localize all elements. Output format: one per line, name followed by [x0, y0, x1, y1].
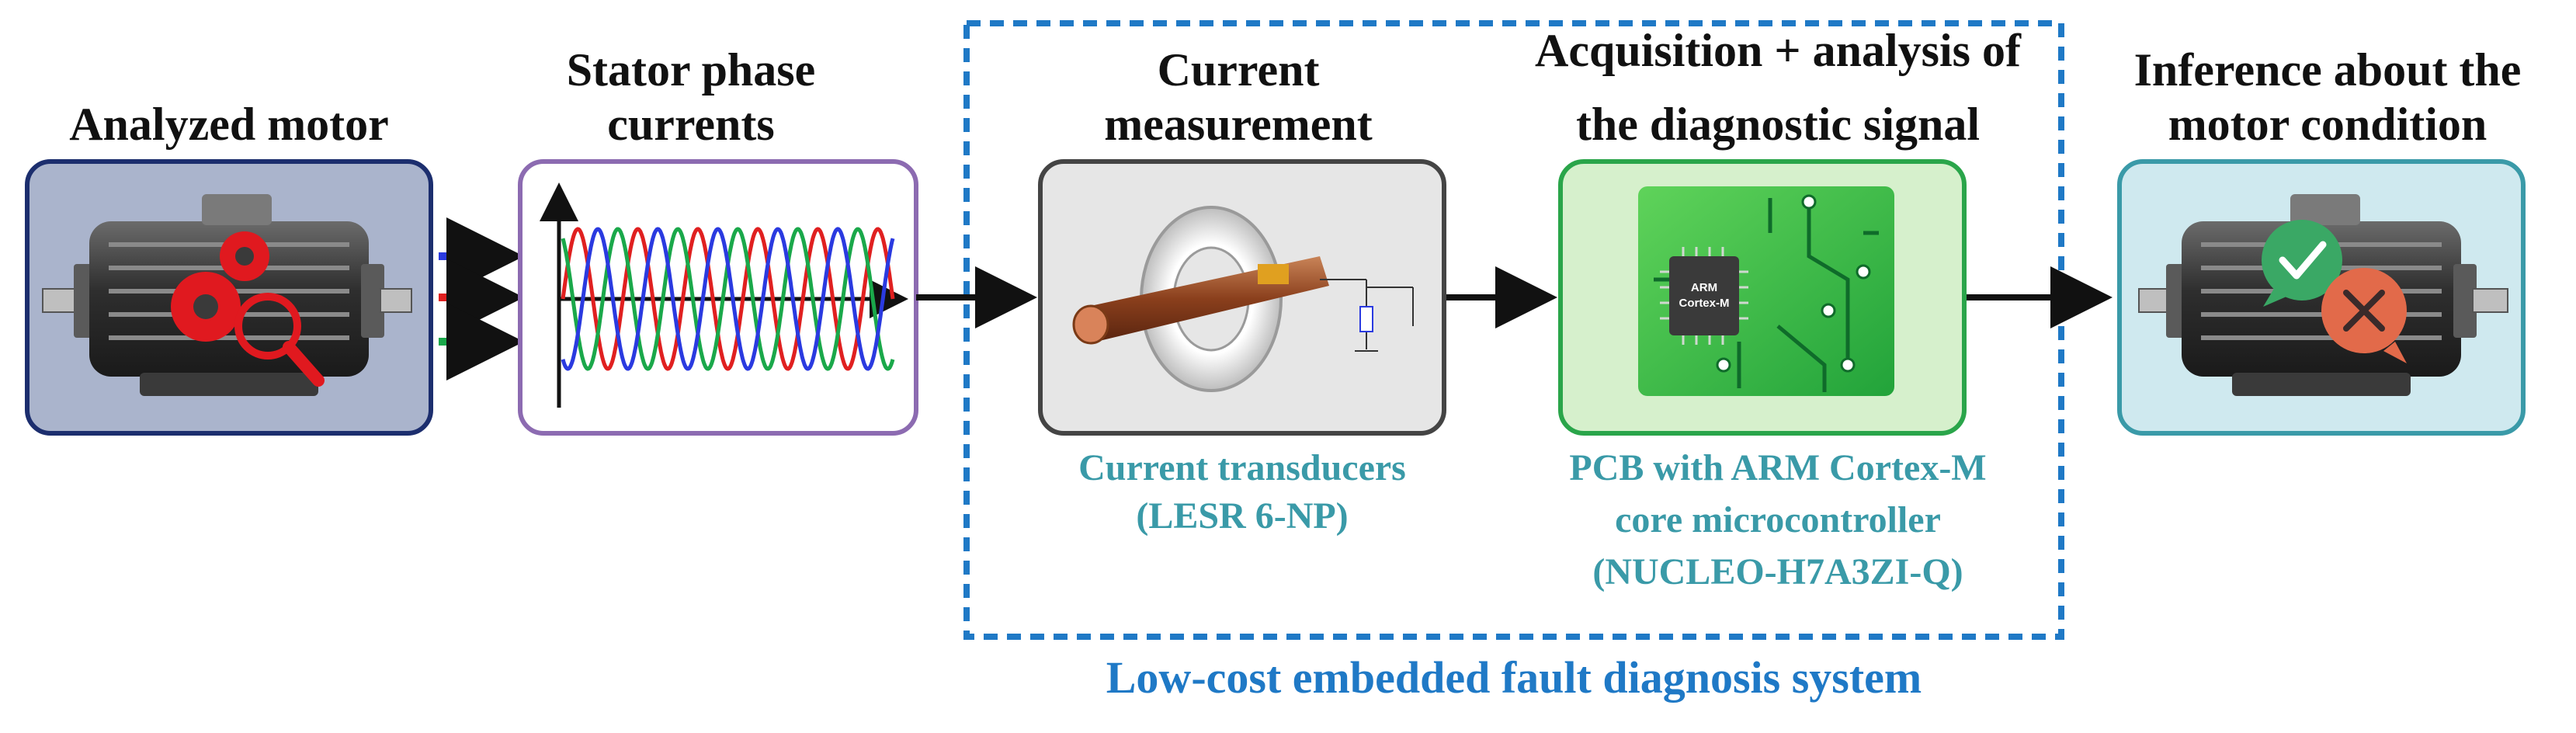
phase-wave-blue	[561, 227, 895, 371]
current-transducer-icon	[1072, 206, 1414, 392]
phase-arrows	[439, 217, 524, 380]
microcontroller-chip	[1669, 256, 1739, 335]
motor-title: Analyzed motor	[69, 99, 389, 150]
acquisition-title-line1: Acquisition + analysis of	[1535, 25, 2022, 76]
cross-bubble-icon	[2321, 268, 2407, 363]
gears-magnifier-icon	[171, 231, 325, 387]
acquisition-title-line2: the diagnostic signal	[1576, 99, 1980, 150]
acquisition-caption-line2: core microcontroller	[1615, 499, 1941, 540]
chip-label-line1: ARM	[1691, 281, 1717, 294]
measurement-title-line2: measurement	[1104, 99, 1372, 150]
inference-title-line1: Inference about the	[2134, 44, 2522, 96]
chip-label-line2: Cortex-M	[1679, 297, 1729, 310]
measurement-title-line1: Current	[1158, 44, 1320, 96]
inference-title-line2: motor condition	[2168, 99, 2487, 150]
motor-stage	[25, 159, 433, 436]
acquisition-caption-line1: PCB with ARM Cortex-M	[1569, 447, 1986, 488]
measurement-caption-line1: Current transducers	[1078, 447, 1406, 488]
acquisition-caption-line3: (NUCLEO-H7A3ZI-Q)	[1592, 551, 1963, 592]
inference-stage	[2117, 159, 2526, 436]
system-label: Low-cost embedded fault diagnosis system	[1106, 652, 1922, 703]
currents-stage	[518, 159, 918, 436]
measurement-caption-line2: (LESR 6-NP)	[1136, 495, 1348, 537]
currents-title-line1: Stator phase	[567, 44, 816, 96]
currents-title-line2: currents	[607, 99, 775, 150]
acquisition-stage: ARM Cortex-M PCB with ARM Cortex-M core …	[1558, 159, 1987, 592]
check-bubble-icon	[2262, 220, 2342, 307]
pcb-microcontroller-icon: ARM Cortex-M	[1638, 186, 1894, 396]
measurement-stage: Current transducers (LESR 6-NP)	[1038, 159, 1446, 537]
system-boundary	[963, 20, 2064, 640]
